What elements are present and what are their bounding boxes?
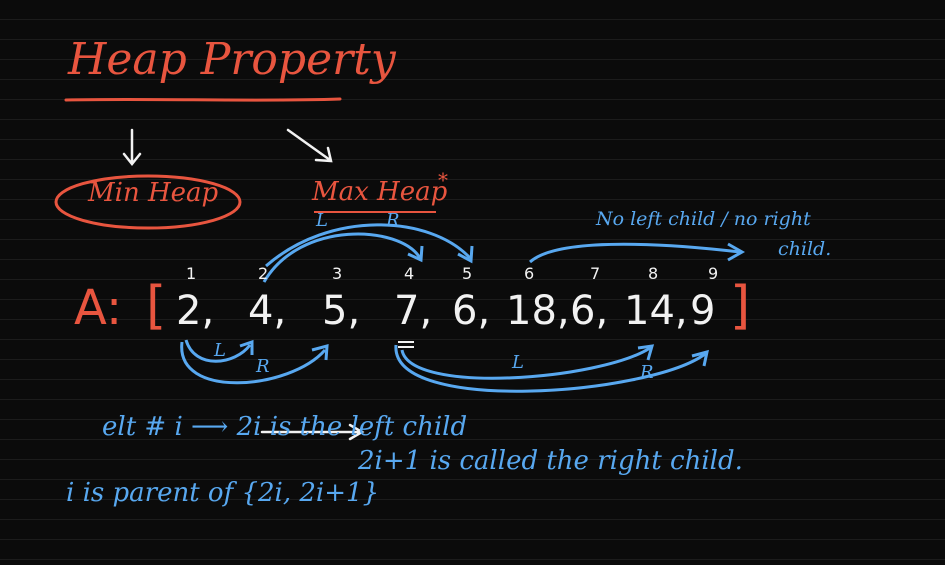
array-index-7: 7	[590, 264, 601, 283]
max-heap-marker: *	[438, 168, 448, 192]
arc-4-to-8	[400, 346, 651, 380]
title-underline	[64, 97, 342, 102]
arc-1-to-3-head	[311, 344, 329, 361]
arc-2-to-4-head	[407, 245, 424, 263]
array-element-6: 18,	[506, 288, 570, 334]
arc-2-to-4	[262, 232, 422, 283]
arc-leaf-note-head	[727, 242, 746, 262]
min-heap-circle	[54, 174, 242, 230]
array-open-bracket: [	[146, 276, 167, 336]
arc-4-to-8-head	[637, 344, 655, 361]
min-heap-label: Min Heap	[88, 178, 219, 208]
array-element-1: 2,	[176, 288, 215, 334]
note-line-1: elt # i ⟶ 2i is the left child	[102, 412, 468, 442]
arrow-to-min-heap	[122, 128, 142, 167]
array-element-7: 6,	[570, 288, 609, 334]
array-close-bracket: ]	[730, 276, 751, 336]
arrow-to-max-heap	[286, 128, 333, 163]
title: Heap Property	[68, 34, 396, 85]
array-index-9: 9	[708, 264, 719, 283]
arc-4-to-9-head	[691, 349, 709, 367]
array-index-8: 8	[648, 264, 659, 283]
array-element-8: 14,	[624, 288, 688, 334]
arc-label-left-1: L	[214, 340, 226, 361]
arc-2-to-5-head	[457, 245, 474, 264]
array-element-9: 9	[690, 288, 716, 334]
leaf-note-line2: child.	[778, 238, 832, 260]
max-heap-right-label: R	[386, 210, 400, 231]
array-index-6: 6	[524, 264, 535, 283]
arc-1-to-2-head	[239, 339, 254, 355]
array-element-3: 5,	[322, 288, 361, 334]
array-element-5: 6,	[452, 288, 491, 334]
arc-label-right-2: R	[640, 362, 654, 383]
array-element-2: 4,	[248, 288, 287, 334]
leaf-note-line1: No left child / no right	[596, 208, 811, 230]
arc-label-left-2: L	[512, 352, 524, 373]
arc-1-to-2	[184, 339, 252, 363]
max-heap-label: Max Heap	[312, 177, 448, 207]
array-index-1: 1	[186, 264, 197, 283]
array-index-4: 4	[404, 264, 415, 283]
array-index-5: 5	[462, 264, 473, 283]
array-label: A:	[74, 280, 123, 336]
arc-1-to-3	[180, 341, 327, 385]
array-index-2: 2	[258, 264, 269, 283]
elt-4-underline	[398, 341, 414, 348]
max-heap-left-label: L	[316, 210, 328, 231]
arc-leaf-note	[528, 242, 741, 264]
array-index-3: 3	[332, 264, 343, 283]
note-arrow	[260, 423, 365, 441]
array-element-4: 7,	[394, 288, 433, 334]
note-line-3: i is parent of {2i, 2i+1}	[66, 478, 380, 508]
arc-label-right-1: R	[256, 356, 270, 377]
arc-4-to-9	[394, 344, 706, 393]
arc-2-to-5	[265, 223, 472, 268]
note-line-2: 2i+1 is called the right child.	[358, 446, 743, 476]
